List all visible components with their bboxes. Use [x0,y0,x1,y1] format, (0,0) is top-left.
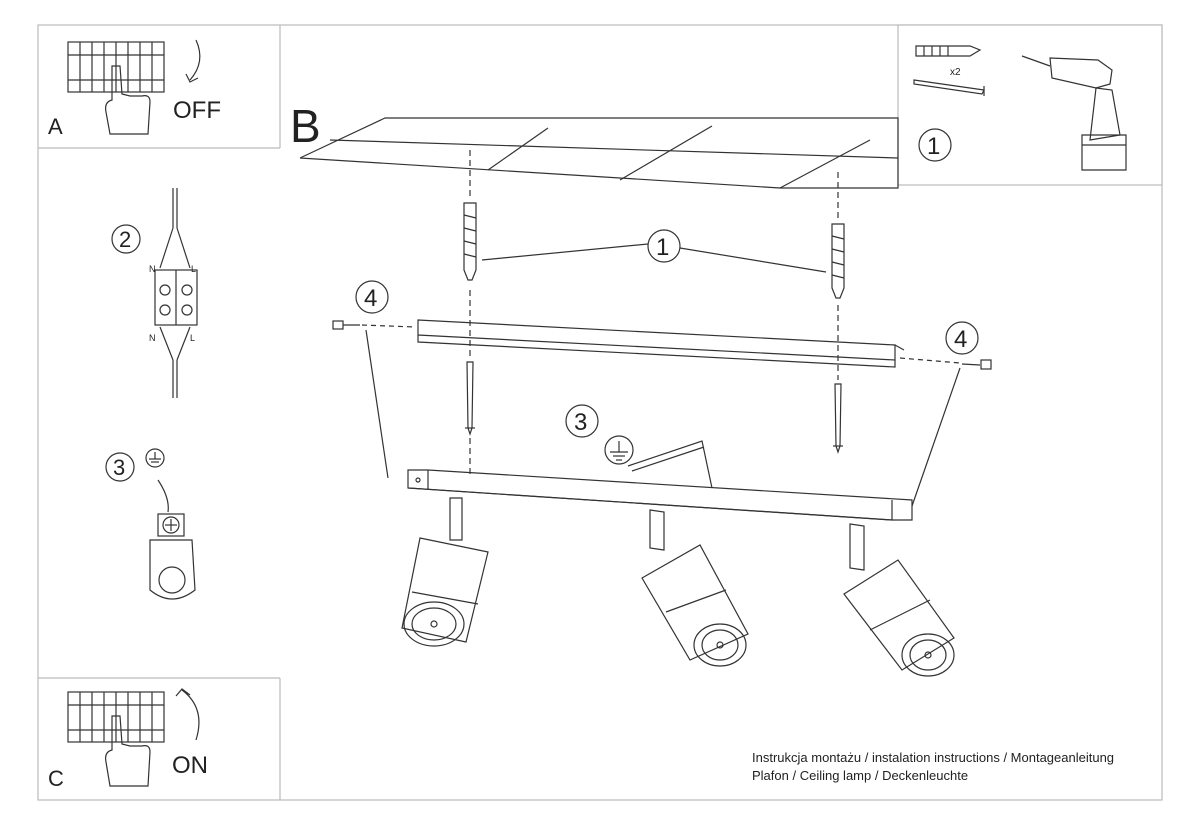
label-l-top: L [191,264,196,274]
lamp-base-rail [407,469,913,521]
spotlight-2 [641,509,749,667]
wall-plug-icon [915,45,982,57]
arrow-down-icon [185,39,201,83]
wire-top [159,188,191,269]
ground-wire [157,479,169,513]
guide-line-left [365,329,389,479]
ground-cable [627,440,713,489]
wire-bottom [159,326,191,398]
panel-a-letter: A [48,114,63,139]
label-l-bottom: L [190,333,195,343]
tools-panel: x2 1 [913,45,1127,171]
ground-step: 3 [105,448,196,600]
screw-left [465,290,475,478]
ceiling-plane [299,117,899,189]
anchor-left [463,150,477,281]
tools-step-1-number: 1 [927,133,940,160]
step-3-number: 3 [113,455,125,480]
ground-symbol-icon [145,448,165,468]
guide-line-right [911,367,961,507]
panel-a-off-label: OFF [173,97,221,124]
spotlight-1 [401,497,489,647]
tools-step-1-circle [918,128,952,162]
callout-1-number: 1 [656,234,669,261]
step-2-number: 2 [119,227,131,252]
panel-c-letter: C [48,766,64,791]
step-2-circle [111,224,141,254]
panel-c-on-label: ON [172,752,208,779]
side-screw-left [332,320,416,330]
arrow-up-icon [175,688,200,741]
hand-on-icon [105,715,151,787]
ground-terminal-icon [149,513,196,600]
callout-1-leader-right [679,247,827,273]
panel-a: A OFF [48,39,221,139]
tools-panel-frame [897,24,1163,186]
mounting-bracket [417,319,905,368]
callout-3-number: 3 [574,409,587,436]
callout-4-right-circle [945,321,979,355]
screw-icon [913,79,985,96]
callout-3-circle [565,404,599,438]
ground-symbol-b-icon [604,435,634,465]
breaker-box-icon [67,41,165,93]
caption-line-2: Plafon / Ceiling lamp / Deckenleuchte [752,768,969,783]
hand-icon [105,65,151,135]
breaker-box-on-icon [67,691,165,743]
callout-4-left-number: 4 [364,285,377,312]
wiring-step: 2 N L N L [111,188,198,398]
label-n-bottom: N [149,333,156,343]
panel-b-letter: B [290,100,321,152]
callout-1-leader-left [481,243,649,261]
outer-frame [37,24,1163,801]
terminal-block-icon [154,269,198,326]
caption-line-1: Instrukcja montażu / instalation instruc… [752,750,1115,765]
side-screw-right [899,357,992,370]
drill-icon [1021,55,1127,171]
spotlight-3 [843,523,955,677]
quantity-label: x2 [950,67,961,78]
step-3-circle [105,452,135,482]
label-n-top: N [149,264,156,274]
panel-b: B [290,45,1127,677]
callout-1-circle [647,229,681,263]
panel-c: C ON [48,688,208,791]
callout-4-right-number: 4 [954,326,967,353]
anchor-right [831,172,845,299]
screw-right [833,305,843,454]
callout-4-left-circle [355,280,389,314]
